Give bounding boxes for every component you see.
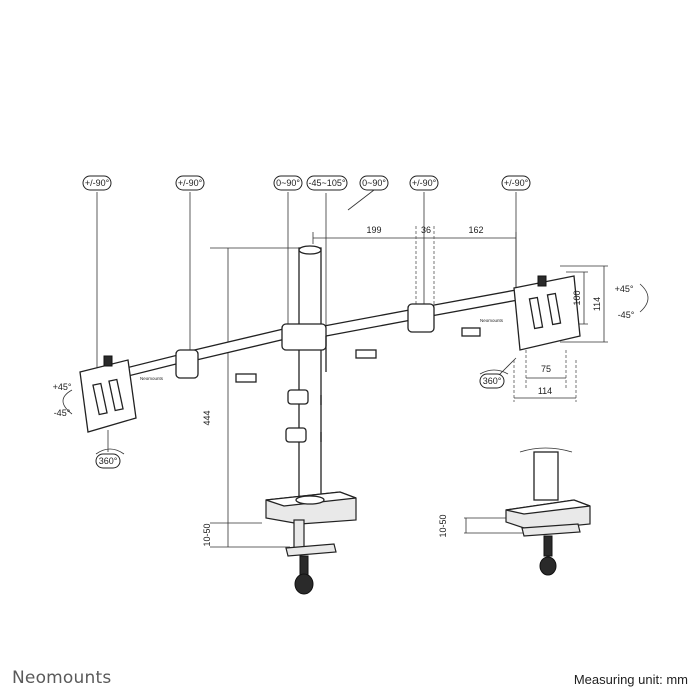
rotation-label-tilt-4: +/-90°	[412, 178, 437, 188]
rotation-label-tilt-right: +/-90°	[504, 178, 529, 188]
leader-lines	[96, 189, 517, 452]
tilt-arc-left	[62, 389, 73, 415]
dim-444: 444	[202, 410, 212, 425]
center-hub	[281, 323, 327, 351]
rotation-label-360-right: 360°	[483, 376, 502, 386]
dim-114-h: 114	[592, 297, 602, 311]
dim-10-50: 10-50	[202, 523, 212, 546]
measuring-unit-note: Measuring unit: mm	[573, 672, 688, 687]
tilt-right-up: +45°	[615, 284, 634, 294]
tilt-left-down: -45°	[54, 408, 71, 418]
pole	[285, 245, 322, 499]
vesa-plate-right	[513, 275, 581, 351]
dim-36: 36	[421, 225, 431, 235]
left-plate-brand: Neomounts	[140, 376, 164, 381]
tilt-right-down: -45°	[618, 310, 635, 320]
dim-162: 162	[468, 225, 483, 235]
tilt-labels: +45° -45° +45° -45°	[53, 284, 635, 418]
arm-assembly: Neomounts	[109, 289, 519, 383]
rotation-label-tilt-left: +/-90°	[85, 178, 110, 188]
rotation-label-swivel-center: -45~105°	[309, 178, 346, 188]
desk-clamp	[265, 491, 357, 595]
rotation-bubbles: +/-90° +/-90° 0~90° -45~105° 0~90° +/-90…	[82, 175, 531, 469]
arm-joint	[407, 303, 435, 333]
rotation-label-tilt-2: +/-90°	[178, 178, 203, 188]
arm-joint	[175, 349, 199, 379]
dim-100: 100	[572, 290, 582, 305]
tilt-left-up: +45°	[53, 382, 72, 392]
dim-199: 199	[366, 225, 381, 235]
clamp-detail-view	[505, 447, 591, 576]
rotation-label-360-left: 360°	[99, 456, 118, 466]
cable-clip	[287, 389, 309, 405]
dim-75: 75	[541, 364, 551, 374]
cable-clip	[285, 427, 307, 443]
rotation-label-swivel-pole: 0~90°	[276, 178, 300, 188]
brand-logo: Neomounts	[12, 668, 112, 688]
rotation-label-swivel-right: 0~90°	[362, 178, 386, 188]
arm-plate-brand: Neomounts	[480, 318, 504, 323]
vesa-plate-left: Neomounts	[79, 355, 164, 433]
dimension-texts: 199 36 162 444 10-50 10-50 100 114 75 11…	[202, 225, 602, 547]
tilt-arc-right	[639, 283, 649, 313]
dim-114-w: 114	[538, 386, 552, 396]
dim-10-50-detail: 10-50	[438, 514, 448, 537]
